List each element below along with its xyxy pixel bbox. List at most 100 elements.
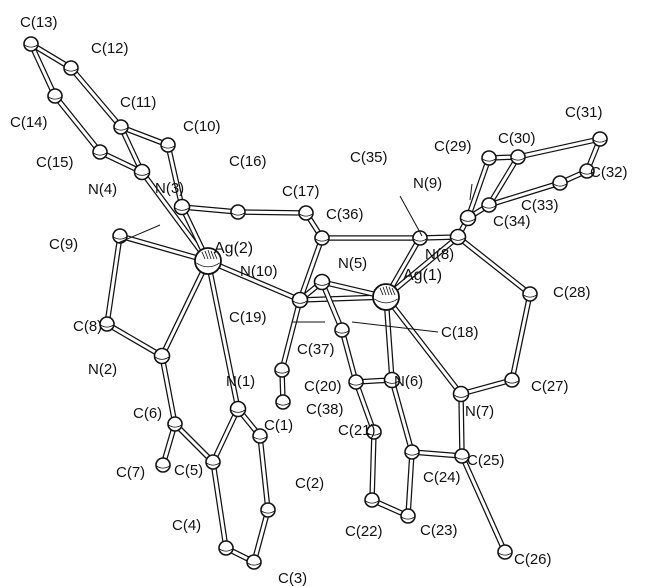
atom-c18 bbox=[334, 322, 350, 338]
atom-c24 bbox=[404, 444, 420, 460]
label-n6: N(6) bbox=[394, 373, 423, 390]
atom-sphere bbox=[364, 492, 380, 508]
atom-sphere bbox=[160, 137, 176, 153]
label-c10: C(10) bbox=[183, 118, 221, 135]
label-c2: C(2) bbox=[295, 475, 324, 492]
atom-c11 bbox=[113, 119, 129, 135]
atom-hatch bbox=[210, 250, 215, 260]
atom-hatch bbox=[207, 249, 212, 260]
label-c1: C(1) bbox=[264, 417, 293, 434]
atom-ellipse bbox=[482, 158, 496, 162]
atom-ellipse bbox=[231, 212, 245, 216]
label-c6: C(6) bbox=[133, 405, 162, 422]
bond-fill bbox=[459, 392, 464, 458]
atom-sphere bbox=[23, 36, 39, 52]
atom-ellipse bbox=[275, 370, 289, 374]
atom-ellipse bbox=[593, 139, 607, 143]
atom-c8 bbox=[99, 316, 115, 332]
bond-fill bbox=[105, 322, 164, 358]
label-c27: C(27) bbox=[531, 378, 569, 395]
bond-fill bbox=[460, 454, 507, 554]
bond-fill bbox=[280, 298, 302, 372]
atom-c15 bbox=[92, 144, 108, 160]
bond-fill bbox=[466, 156, 491, 220]
label-c16: C(16) bbox=[229, 153, 267, 170]
label-c15: C(15) bbox=[36, 154, 74, 171]
atom-sphere bbox=[449, 228, 467, 246]
atom-ellipse bbox=[113, 236, 127, 240]
atom-c26 bbox=[497, 544, 513, 560]
label-ag1: Ag(1) bbox=[403, 267, 442, 284]
atom-ellipse bbox=[461, 218, 475, 222]
leader-n9 bbox=[469, 183, 473, 201]
atom-ellipse bbox=[580, 171, 594, 175]
label-n7: N(7) bbox=[465, 403, 494, 420]
atom-labels: C(13) C(12) C(11) C(14) C(10) C(15) N(4)… bbox=[10, 14, 628, 587]
atom-n7 bbox=[452, 385, 470, 403]
bond-fill bbox=[390, 378, 414, 454]
atom-n8 bbox=[449, 228, 467, 246]
atom-c28 bbox=[522, 286, 538, 302]
label-n8: N(8) bbox=[425, 246, 454, 263]
atom-sphere bbox=[504, 372, 520, 388]
atom-ellipse bbox=[100, 324, 114, 328]
atom-c32 bbox=[579, 163, 595, 179]
atom-ellipse bbox=[299, 213, 313, 217]
atom-ellipse bbox=[93, 152, 107, 156]
atom-ellipse bbox=[315, 282, 329, 286]
atom-sphere bbox=[113, 119, 129, 135]
label-c12: C(12) bbox=[91, 40, 129, 57]
label-c20: C(20) bbox=[304, 378, 342, 395]
label-n10: N(10) bbox=[240, 263, 278, 280]
atom-ellipse bbox=[454, 394, 468, 398]
atom-sphere bbox=[481, 150, 497, 166]
atom-sphere bbox=[412, 230, 428, 246]
atom-hatch bbox=[201, 251, 206, 260]
atom-c12 bbox=[63, 60, 79, 76]
atom-sphere bbox=[155, 457, 171, 473]
atom-sphere bbox=[481, 197, 497, 213]
atom-c10 bbox=[160, 137, 176, 153]
atom-c30 bbox=[510, 149, 526, 165]
atom-n3 bbox=[173, 198, 191, 216]
atom-ellipse bbox=[293, 300, 307, 304]
atom-sphere bbox=[400, 508, 416, 524]
bond-fill bbox=[487, 181, 562, 207]
atom-hatch bbox=[388, 286, 393, 296]
atom-c6 bbox=[167, 416, 183, 432]
atom-sphere bbox=[366, 424, 382, 440]
atom-c16 bbox=[230, 204, 246, 220]
atom-sphere bbox=[153, 347, 171, 365]
label-c23: C(23) bbox=[420, 522, 458, 539]
atom-c5 bbox=[205, 454, 221, 470]
atom-sphere bbox=[167, 416, 183, 432]
atom-sphere bbox=[404, 444, 420, 460]
atom-c17 bbox=[298, 205, 314, 221]
atom-ellipse bbox=[505, 380, 519, 384]
atom-ellipse bbox=[219, 548, 233, 552]
label-c11: C(11) bbox=[120, 94, 156, 111]
atom-ellipse bbox=[24, 44, 38, 48]
bond-fill bbox=[53, 94, 102, 154]
bond-fill bbox=[206, 259, 240, 411]
bond-fill bbox=[459, 378, 514, 396]
atom-sphere bbox=[112, 228, 128, 244]
label-c8: C(8) bbox=[73, 318, 102, 335]
atom-sphere bbox=[291, 291, 309, 309]
atom-c7 bbox=[155, 457, 171, 473]
atom-ellipse bbox=[231, 409, 245, 413]
label-c38: C(38) bbox=[306, 401, 344, 418]
bond-fill bbox=[384, 295, 463, 396]
label-c26: C(26) bbox=[514, 551, 552, 568]
atom-ellipse bbox=[413, 238, 427, 242]
bond-fill bbox=[29, 42, 57, 98]
label-c31: C(31) bbox=[565, 104, 603, 121]
label-n3: N(3) bbox=[155, 180, 184, 197]
bond-fill bbox=[160, 259, 210, 358]
atom-c3 bbox=[246, 554, 262, 570]
atom-ellipse bbox=[367, 432, 381, 436]
leader-c35 bbox=[399, 195, 423, 237]
label-n1: N(1) bbox=[226, 373, 255, 390]
bond-fill bbox=[180, 205, 240, 214]
atom-ellipse bbox=[247, 562, 261, 566]
